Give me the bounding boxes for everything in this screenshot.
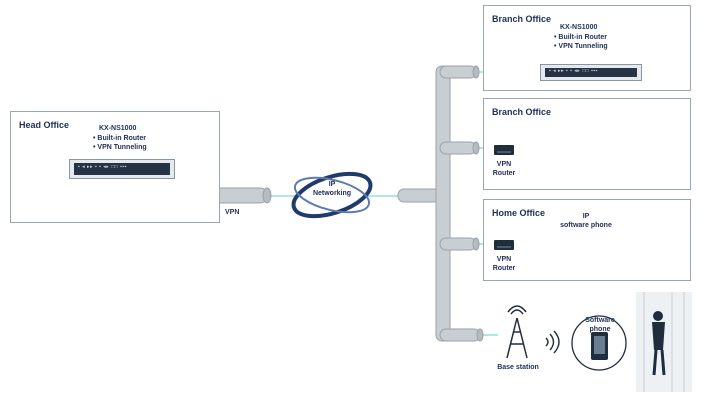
branch-office-1-feature-2: • VPN Tunneling — [554, 43, 608, 50]
wireless-waves-mobile — [545, 330, 560, 354]
home-vpn-router-icon — [494, 240, 514, 250]
home-office-title: Home Office — [492, 208, 546, 218]
head-office-pbx-unit: ▪ ◂ ▸▸ ▪ ▪ ◂▸ □□ ▪▪▪ — [69, 159, 175, 179]
head-office-feature-1: • Built-in Router — [93, 135, 146, 142]
mobile-user-illustration — [636, 292, 692, 392]
head-office-device-label: KX-NS1000 — [99, 125, 137, 132]
pipe-caps — [472, 65, 484, 342]
branch-office-1-box: Branch Office KX-NS1000 • Built-in Route… — [483, 5, 691, 91]
home-office-box: Home Office — [483, 199, 691, 281]
branch-office-1-title: Branch Office — [492, 14, 552, 24]
software-phone-label: Software phone — [585, 317, 615, 333]
base-station-label: Base station — [497, 364, 539, 371]
ip-network-icon — [291, 171, 373, 219]
trunk-pipe — [397, 65, 481, 342]
home-vpn-router-label: VPN Router — [492, 256, 516, 272]
branch-office-1-feature-1: • Built-in Router — [554, 34, 607, 41]
head-office-box: Head Office KX-NS1000 • Built-in Router … — [10, 111, 220, 223]
branch-office-2-title: Branch Office — [492, 107, 552, 117]
branch-vpn-router-label: VPN Router — [492, 161, 516, 177]
branch-office-1-pbx-unit: ▪ ◂ ▸▸ ▪ ▪ ◂▸ □□ ▪▪▪ — [540, 64, 642, 81]
base-station-icon — [506, 305, 528, 359]
branch-vpn-router-icon — [494, 145, 514, 155]
head-office-title: Head Office — [19, 120, 70, 130]
branch-office-2-box: Branch Office — [483, 98, 691, 190]
vpn-link-label: VPN — [225, 209, 240, 216]
head-office-feature-2: • VPN Tunneling — [93, 144, 147, 151]
mobile-softphone-icon — [571, 315, 627, 371]
ip-networking-label: IP Networking — [312, 181, 352, 197]
branch-office-1-device-label: KX-NS1000 — [560, 24, 598, 31]
ip-software-phone-label: IP software phone — [560, 213, 612, 229]
